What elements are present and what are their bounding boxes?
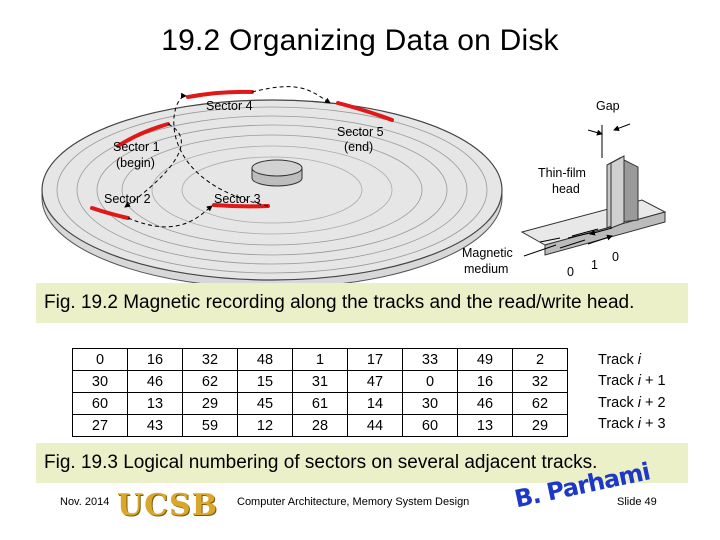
- footer-date: Nov. 2014: [60, 496, 110, 508]
- table-cell: 30: [72, 370, 128, 393]
- bit-label-0a: 0: [567, 265, 574, 279]
- gap-label: Gap: [596, 99, 620, 113]
- table-cell: 15: [237, 370, 293, 393]
- bit-label-0b: 0: [612, 250, 619, 264]
- table-cell: 28: [292, 414, 348, 437]
- table-cell: 49: [457, 348, 513, 371]
- table-cell: 29: [512, 414, 568, 437]
- table-cell: 48: [237, 348, 293, 371]
- track-label: Track i + 3: [598, 415, 666, 432]
- table-cell: 16: [127, 348, 183, 371]
- table-cell: 1: [292, 348, 348, 371]
- table-cell: 17: [347, 348, 403, 371]
- table-cell: 13: [457, 414, 513, 437]
- track-labels: Track i Track i + 1 Track i + 2 Track i + 3: [598, 350, 666, 435]
- disk-figure: Sector 4 Sector 5 (end) Sector 1 (begin)…: [41, 86, 667, 289]
- read-write-head: [520, 155, 667, 256]
- slide-title: 19.2 Organizing Data on Disk: [161, 24, 559, 57]
- table-cell: 32: [182, 348, 238, 371]
- table-cell: 27: [72, 414, 128, 437]
- table-cell: 46: [127, 370, 183, 393]
- table-cell: 16: [457, 370, 513, 393]
- head-label: head: [552, 182, 580, 196]
- logical-order-path: [124, 86, 331, 228]
- table-cell: 31: [292, 370, 348, 393]
- sector-1-label: Sector 1: [113, 140, 160, 154]
- table-cell: 30: [402, 392, 458, 415]
- gap-arrows: [587, 123, 631, 158]
- magnetic-label: Magnetic: [462, 246, 513, 260]
- sector-5-label: Sector 5: [337, 125, 384, 139]
- table-cell: 46: [457, 392, 513, 415]
- table-cell: 2: [512, 348, 568, 371]
- table-cell: 62: [182, 370, 238, 393]
- track-label: Track i + 2: [598, 394, 666, 411]
- footer-course-title: Computer Architecture, Memory System Des…: [237, 496, 470, 508]
- table-cell: 14: [347, 392, 403, 415]
- sector-5-end-label: (end): [344, 140, 373, 154]
- table-cell: 32: [512, 370, 568, 393]
- table-cell: 0: [402, 370, 458, 393]
- table-cell: 60: [72, 392, 128, 415]
- sector-2-label: Sector 2: [104, 192, 151, 206]
- sector-markers: [90, 89, 394, 220]
- table-cell: 43: [127, 414, 183, 437]
- medium-label: medium: [464, 262, 508, 276]
- table-cell: 59: [182, 414, 238, 437]
- table-cell: 13: [127, 392, 183, 415]
- figure-19-2-caption: Fig. 19.2 Magnetic recording along the t…: [36, 283, 688, 323]
- bit-label-1: 1: [591, 258, 598, 272]
- table-cell: 62: [512, 392, 568, 415]
- disk-platter: [41, 99, 503, 289]
- table-cell: 0: [72, 348, 128, 371]
- spindle: [251, 159, 303, 187]
- table-cell: 47: [347, 370, 403, 393]
- sector-3-label: Sector 3: [214, 192, 261, 206]
- slide-number: Slide 49: [617, 496, 657, 508]
- table-cell: 29: [182, 392, 238, 415]
- figure-19-3-caption: Fig. 19.3 Logical numbering of sectors o…: [36, 443, 688, 483]
- table-cell: 44: [347, 414, 403, 437]
- table-cell: 60: [402, 414, 458, 437]
- table-cell: 33: [402, 348, 458, 371]
- sector-4-label: Sector 4: [206, 99, 253, 113]
- sector-1-begin-label: (begin): [116, 156, 155, 170]
- table-cell: 45: [237, 392, 293, 415]
- table-cell: 61: [292, 392, 348, 415]
- track-label: Track i + 1: [598, 373, 666, 390]
- thin-film-label: Thin-film: [538, 166, 586, 180]
- track-label: Track i: [598, 352, 641, 368]
- medium-pointer: [523, 244, 557, 257]
- table-cell: 12: [237, 414, 293, 437]
- ucsb-logo: UCSB: [117, 488, 219, 523]
